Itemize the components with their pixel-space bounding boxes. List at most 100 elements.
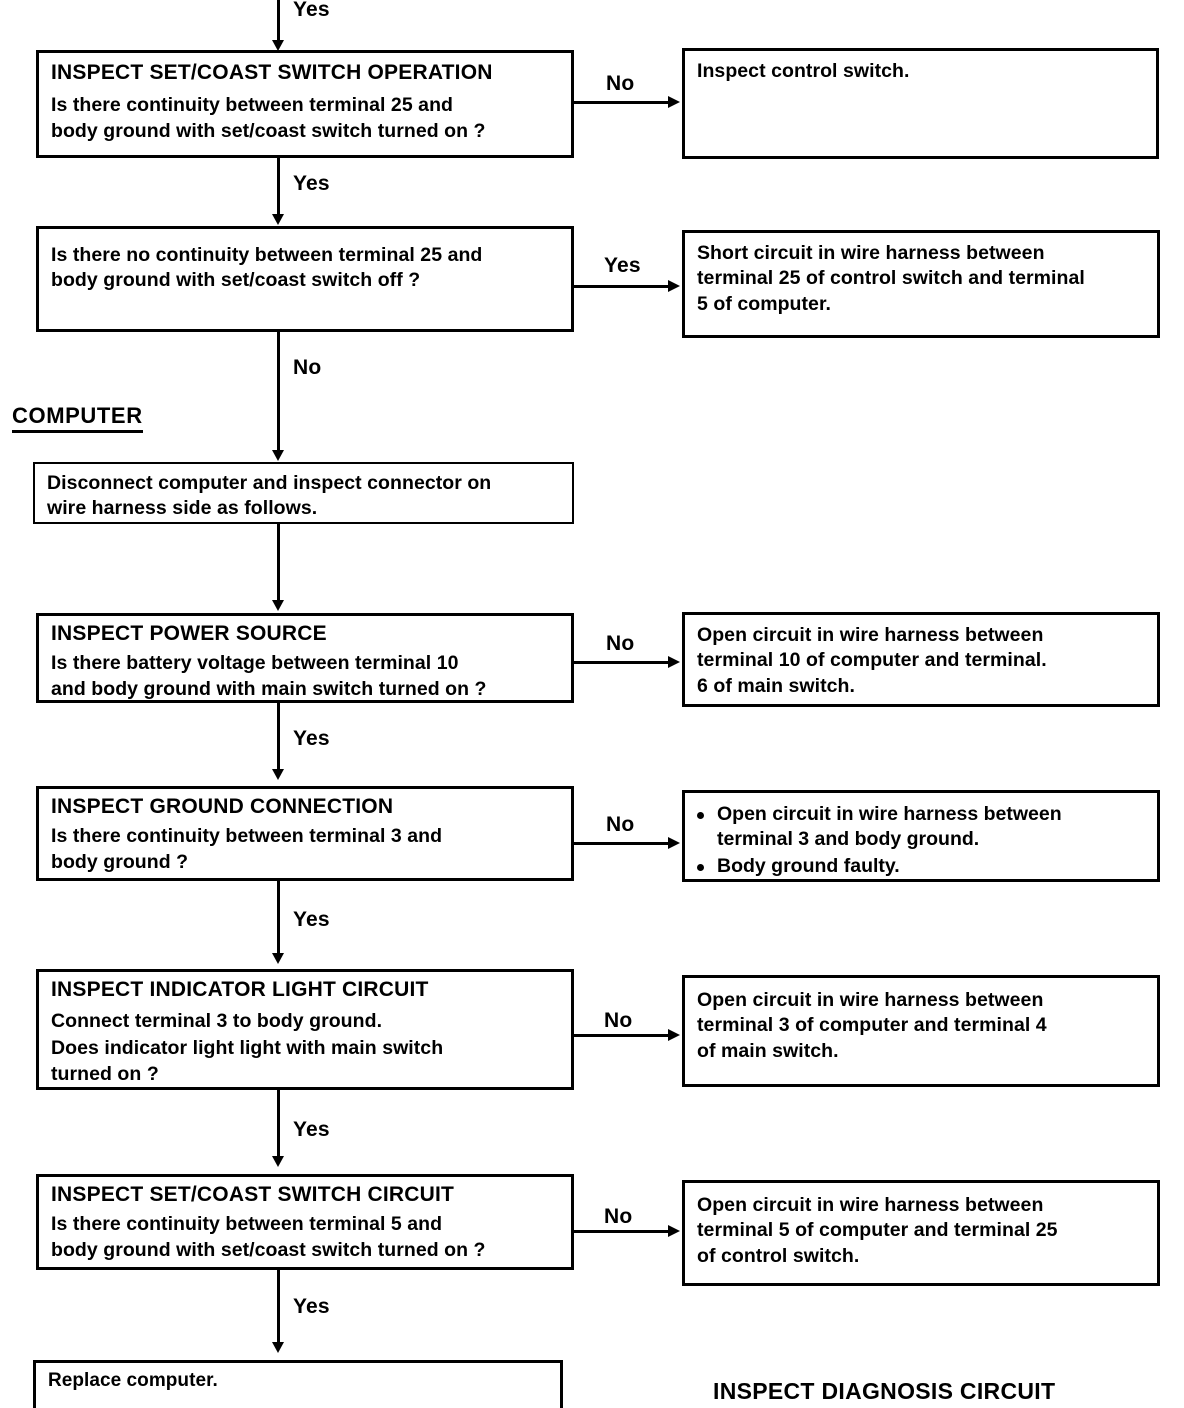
connector-step2-disconnect [277,332,280,452]
result-open-circuit-terminal-3[interactable]: Open circuit in wire harness between ter… [682,975,1160,1087]
section-label-computer: COMPUTER [12,403,143,433]
body-line-1: Is there no continuity between terminal … [51,244,483,266]
edge-label-no-ground: No [606,813,635,836]
bullet-line-1: Body ground faulty. [717,854,900,877]
arrowhead-indicator-no [668,1029,680,1041]
arrowhead-replace-in [272,1342,284,1353]
body-line-3: 5 of computer. [697,292,831,315]
edge-label-yes-indicator: Yes [293,1118,330,1141]
arrowhead-step2-in [272,214,284,225]
body-line-2: terminal 10 of computer and terminal. [697,649,1047,672]
edge-label-yes-step2: Yes [604,254,641,277]
step-body: Is there continuity between terminal 3 a… [51,824,561,875]
body-line-2: body ground with set/coast switch off ? [51,269,421,292]
body-line-1: Replace computer. [48,1370,218,1391]
step-inspect-ground-connection[interactable]: INSPECT GROUND CONNECTION Is there conti… [36,786,574,881]
step-replace-computer[interactable]: Replace computer. [33,1360,563,1408]
body-line-2: and body ground with main switch turned … [51,677,487,700]
step-inspect-indicator-light-circuit[interactable]: INSPECT INDICATOR LIGHT CIRCUIT Connect … [36,969,574,1090]
body-line-2: terminal 3 of computer and terminal 4 [697,1014,1047,1037]
result-short-circuit-wire-harness[interactable]: Short circuit in wire harness between te… [682,230,1160,338]
connector-ground-indicator [277,881,280,959]
body-line-1: Connect terminal 3 to body ground. [51,1010,383,1033]
arrowhead-disconnect-in [272,450,284,461]
result-inspect-control-switch[interactable]: Inspect control switch. [682,48,1159,159]
result-body: Open circuit in wire harness between ter… [697,1193,1147,1269]
body-line-1: Is there continuity between terminal 5 a… [51,1213,443,1236]
body-line-2: wire harness side as follows. [47,497,318,520]
bullet-line-1: Open circuit in wire harness between [717,803,1062,825]
result-ground-faults[interactable]: Open circuit in wire harness between ter… [682,790,1160,882]
step-body: Is there battery voltage between termina… [51,651,561,702]
body-line-1: Open circuit in wire harness between [697,1194,1044,1216]
connector-top-in [277,0,280,44]
step-body: Is there continuity between terminal 25 … [51,93,561,144]
edge-label-no-step2: No [293,356,322,379]
body-line-1: Is there battery voltage between termina… [51,652,459,675]
step-body: Replace computer. [48,1369,550,1394]
body-line-3: turned on ? [51,1063,159,1086]
body-line-1: Open circuit in wire harness between [697,989,1044,1011]
edge-label-no-power: No [606,632,635,655]
connector-setcoast-replace [277,1270,280,1348]
result-body: Open circuit in wire harness between ter… [697,623,1147,699]
result-body: Short circuit in wire harness between te… [697,241,1147,317]
result-body: Open circuit in wire harness between ter… [697,988,1147,1064]
body-line-3: of control switch. [697,1244,860,1267]
connector-step2-yes [574,285,674,288]
arrowhead-ground-no [668,837,680,849]
result-open-circuit-terminal-10[interactable]: Open circuit in wire harness between ter… [682,612,1160,707]
edge-label-yes-power: Yes [293,727,330,750]
edge-label-no-setcoast: No [604,1205,633,1228]
step-inspect-set-coast-switch-operation[interactable]: INSPECT SET/COAST SWITCH OPERATION Is th… [36,50,574,158]
arrowhead-setcoast-in [272,1156,284,1167]
body-line-2: body ground ? [51,850,189,873]
arrowhead-setcoast-no [668,1225,680,1237]
body-line-3: 6 of main switch. [697,674,855,697]
bullet-item: Body ground faulty. [691,854,1147,879]
footer-title: INSPECT DIAGNOSIS CIRCUIT [713,1378,1056,1404]
step-body: Is there continuity between terminal 5 a… [51,1212,561,1263]
arrowhead-ground-in [272,769,284,780]
body-line-1: Is there continuity between terminal 3 a… [51,825,443,848]
step-no-continuity-set-coast-switch-off[interactable]: Is there no continuity between terminal … [36,226,574,332]
step-inspect-power-source[interactable]: INSPECT POWER SOURCE Is there battery vo… [36,613,574,703]
body-line-2: body ground with set/coast switch turned… [51,1238,486,1261]
result-bullet-list: Open circuit in wire harness between ter… [691,802,1147,879]
connector-disconnect-power [277,524,280,604]
edge-label-no-indicator: No [604,1009,633,1032]
step-title: INSPECT SET/COAST SWITCH CIRCUIT [51,1183,455,1206]
body-line-2: body ground with set/coast switch turned… [51,119,486,142]
connector-setcoast-no [574,1230,674,1233]
connector-indicator-setcoast [277,1090,280,1162]
body-line-1: Is there continuity between terminal 25 … [51,94,453,117]
body-line-1: Inspect control switch. [697,60,910,82]
arrowhead-power-in [272,600,284,611]
step-title: INSPECT SET/COAST SWITCH OPERATION [51,61,493,84]
bullet-item: Open circuit in wire harness between ter… [691,802,1147,853]
connector-ground-no [574,842,674,845]
step-body: Connect terminal 3 to body ground. Does … [51,1008,561,1088]
arrowhead-top-in [272,40,284,51]
body-line-1: Disconnect computer and inspect connecto… [47,472,492,494]
edge-label-yes-ground: Yes [293,908,330,931]
connector-power-no [574,661,674,664]
step-title: INSPECT INDICATOR LIGHT CIRCUIT [51,978,429,1001]
step-body: Is there no continuity between terminal … [51,243,561,294]
connector-step1-step2 [277,158,280,220]
arrowhead-step2-yes [668,280,680,292]
result-body: Inspect control switch. [697,59,1146,84]
step-disconnect-computer[interactable]: Disconnect computer and inspect connecto… [33,462,574,524]
bullet-line-2: terminal 3 and body ground. [717,828,980,851]
step-inspect-set-coast-switch-circuit[interactable]: INSPECT SET/COAST SWITCH CIRCUIT Is ther… [36,1174,574,1270]
result-open-circuit-terminal-5[interactable]: Open circuit in wire harness between ter… [682,1180,1160,1286]
connector-indicator-no [574,1034,674,1037]
connector-step1-no [574,101,674,104]
arrowhead-power-no [668,656,680,668]
step-body: Disconnect computer and inspect connecto… [47,471,562,522]
edge-label-yes-top: Yes [293,0,330,21]
body-line-2: terminal 5 of computer and terminal 25 [697,1219,1058,1242]
arrowhead-indicator-in [272,953,284,964]
step-title: INSPECT GROUND CONNECTION [51,795,394,818]
body-line-3: of main switch. [697,1039,839,1062]
